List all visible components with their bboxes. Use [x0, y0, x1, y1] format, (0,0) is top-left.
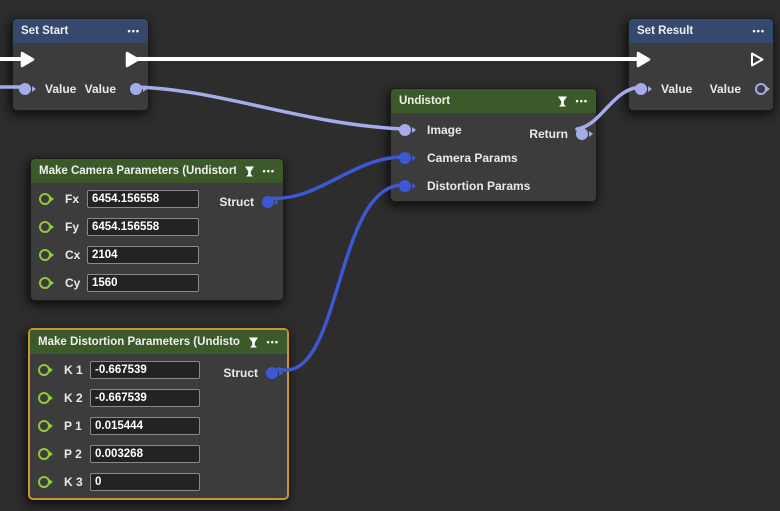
value-input-pin[interactable] — [19, 83, 31, 95]
k2-label: K 2 — [64, 391, 83, 405]
node-title: Set Start — [21, 25, 69, 37]
k2-input-pin[interactable] — [38, 392, 50, 404]
node-menu-button[interactable]: ••• — [575, 96, 588, 106]
p2-label: P 2 — [64, 447, 82, 461]
exec-output-pin[interactable] — [125, 51, 141, 68]
node-undistort-header[interactable]: Undistort ••• — [391, 89, 596, 113]
struct-output-pin[interactable] — [266, 367, 278, 379]
distortion-params-input-label: Distortion Params — [427, 179, 531, 193]
exec-output-pin[interactable] — [750, 51, 766, 68]
k2-value-field[interactable] — [90, 389, 200, 407]
fy-input-pin[interactable] — [39, 221, 51, 233]
fx-label: Fx — [65, 192, 80, 206]
return-output-label: Return — [529, 127, 568, 141]
wire-value-to-image[interactable] — [132, 85, 405, 131]
node-set-start[interactable]: Set Start ••• Value Value — [12, 18, 149, 111]
value-input-label: Value — [661, 82, 693, 96]
camera-params-input-label: Camera Params — [427, 151, 518, 165]
k3-value-field[interactable] — [90, 473, 200, 491]
value-input-pin[interactable] — [635, 83, 647, 95]
cx-value-field[interactable] — [87, 246, 199, 264]
node-menu-button[interactable]: ••• — [127, 26, 140, 36]
k3-label: K 3 — [64, 475, 83, 489]
node-title: Undistort — [399, 95, 451, 107]
fx-value-field[interactable] — [87, 190, 199, 208]
return-output-pin[interactable] — [576, 128, 588, 140]
struct-output-pin[interactable] — [262, 196, 274, 208]
p1-label: P 1 — [64, 419, 82, 433]
distortion-params-input-pin[interactable] — [399, 180, 411, 192]
p2-value-field[interactable] — [90, 445, 200, 463]
image-input-label: Image — [427, 123, 462, 137]
struct-output-label: Struct — [223, 366, 258, 380]
node-title: Make Camera Parameters (Undistort) — [39, 165, 236, 177]
value-input-label: Value — [45, 82, 77, 96]
node-menu-button[interactable]: ••• — [262, 166, 275, 176]
p1-input-pin[interactable] — [38, 420, 50, 432]
value-output-pin[interactable] — [755, 83, 767, 95]
node-undistort[interactable]: Undistort ••• Image Camera Params Distor… — [390, 88, 597, 202]
value-output-pin[interactable] — [130, 83, 142, 95]
struct-output-label: Struct — [219, 195, 254, 209]
fx-input-pin[interactable] — [39, 193, 51, 205]
node-set-result[interactable]: Set Result ••• Value Value — [628, 18, 774, 111]
value-output-label: Value — [84, 82, 116, 96]
fy-label: Fy — [65, 220, 80, 234]
image-input-pin[interactable] — [399, 124, 411, 136]
cx-input-pin[interactable] — [39, 249, 51, 261]
node-set-start-header[interactable]: Set Start ••• — [13, 19, 148, 43]
fy-value-field[interactable] — [87, 218, 199, 236]
funnel-icon — [247, 336, 260, 349]
cy-input-pin[interactable] — [39, 277, 51, 289]
exec-input-pin[interactable] — [636, 51, 652, 68]
funnel-icon — [556, 95, 569, 108]
cx-label: Cx — [65, 248, 81, 262]
k1-value-field[interactable] — [90, 361, 200, 379]
node-make-distortion-header[interactable]: Make Distortion Parameters (Undistort) •… — [30, 330, 287, 354]
node-title: Make Distortion Parameters (Undistort) — [38, 336, 240, 348]
camera-params-input-pin[interactable] — [399, 152, 411, 164]
k1-input-pin[interactable] — [38, 364, 50, 376]
k1-label: K 1 — [64, 363, 83, 377]
node-title: Set Result — [637, 25, 694, 37]
node-make-camera-parameters[interactable]: Make Camera Parameters (Undistort) ••• F… — [30, 158, 284, 301]
node-set-result-header[interactable]: Set Result ••• — [629, 19, 773, 43]
node-menu-button[interactable]: ••• — [266, 337, 279, 347]
node-make-distortion-parameters[interactable]: Make Distortion Parameters (Undistort) •… — [28, 328, 289, 500]
funnel-icon — [243, 165, 256, 178]
wire-camera-struct[interactable] — [266, 155, 405, 201]
p2-input-pin[interactable] — [38, 448, 50, 460]
k3-input-pin[interactable] — [38, 476, 50, 488]
p1-value-field[interactable] — [90, 417, 200, 435]
cy-label: Cy — [65, 276, 81, 290]
cy-value-field[interactable] — [87, 274, 199, 292]
exec-input-pin[interactable] — [20, 51, 36, 68]
value-output-label: Value — [709, 82, 741, 96]
node-make-camera-header[interactable]: Make Camera Parameters (Undistort) ••• — [31, 159, 283, 183]
wire-distortion-struct[interactable] — [276, 183, 405, 372]
node-menu-button[interactable]: ••• — [752, 26, 765, 36]
